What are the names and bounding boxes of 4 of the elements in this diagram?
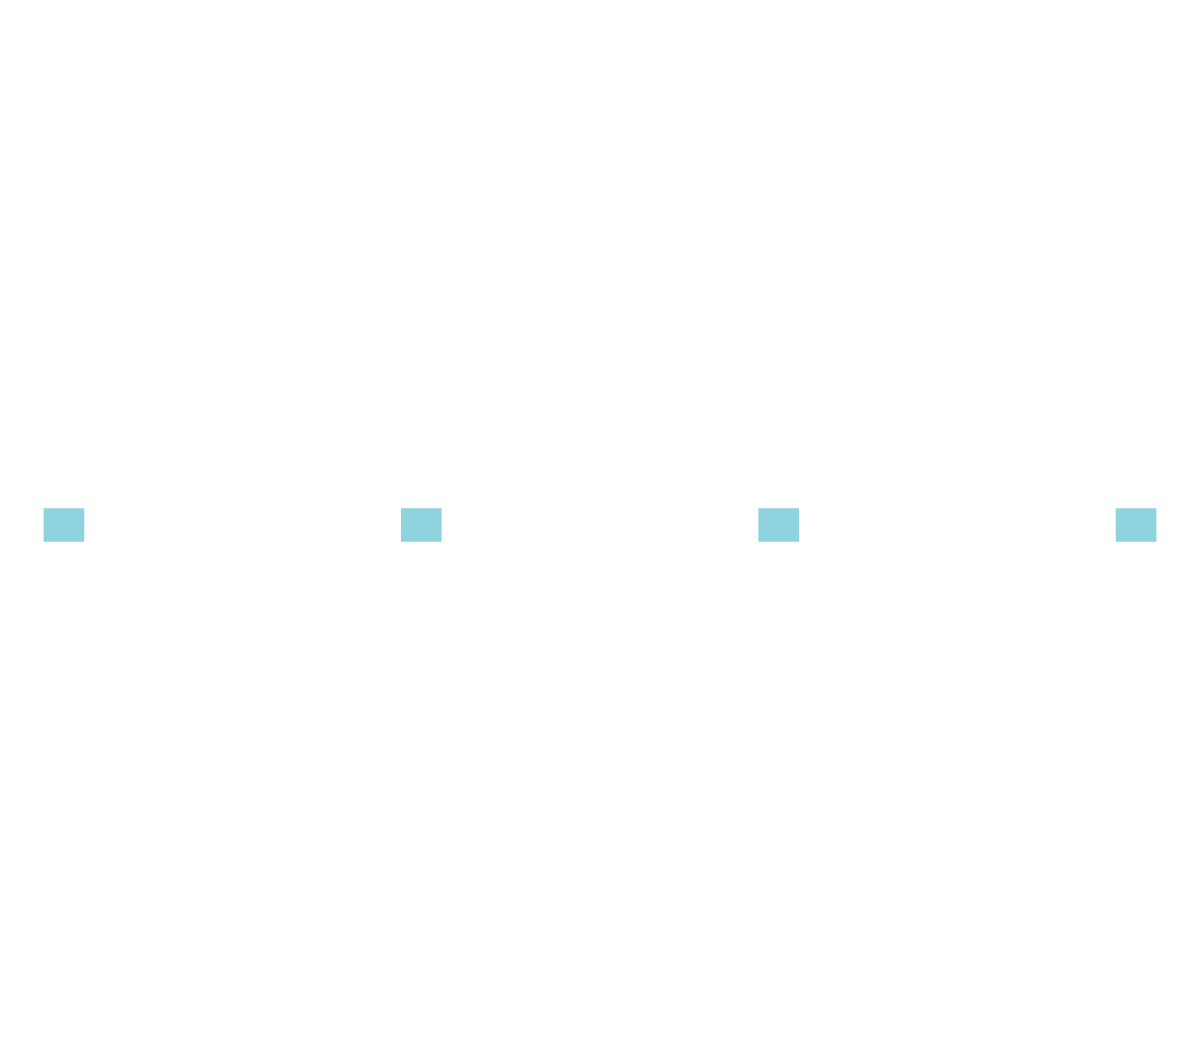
node-box [1115,508,1157,542]
node-box [400,508,442,542]
node-box [43,508,85,542]
node-box [758,508,800,542]
